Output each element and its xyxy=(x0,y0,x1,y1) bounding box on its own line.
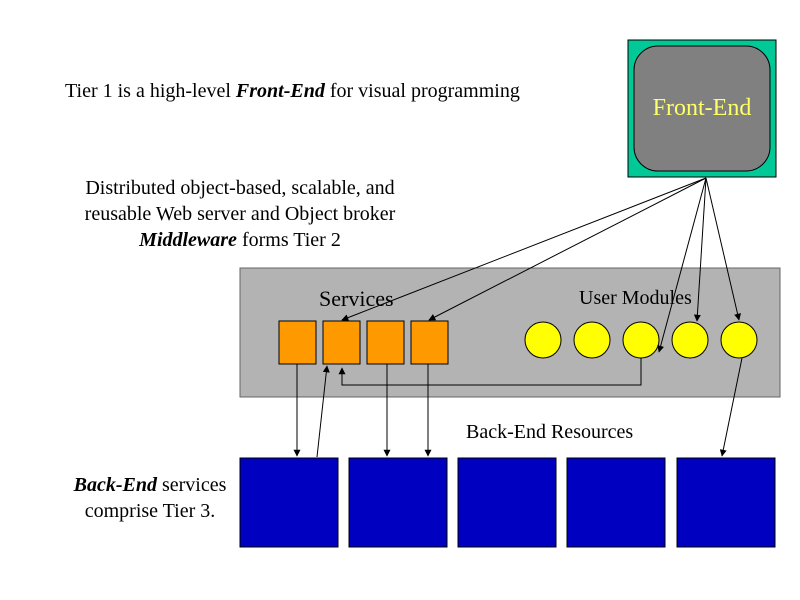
service-box-3 xyxy=(366,320,405,365)
user-modules-label: User Modules xyxy=(579,287,692,309)
arrow-fe-to-service-2 xyxy=(341,177,707,321)
tier3-line1: Back-End services xyxy=(50,472,250,498)
tier2-post: forms Tier 2 xyxy=(236,229,341,251)
back-end-resource-3 xyxy=(457,457,557,548)
tier1-description: Tier 1 is a high-level Front-End for vis… xyxy=(65,78,520,104)
back-end-resource-2 xyxy=(348,457,448,548)
user-module-5 xyxy=(720,321,758,359)
user-module-2 xyxy=(573,321,611,359)
arrow-module-5-down xyxy=(719,357,743,457)
tier2-emphasis: Middleware xyxy=(139,229,237,251)
tier1-pre: Tier 1 is a high-level xyxy=(65,80,236,102)
arrow-fe-to-module-5 xyxy=(705,177,741,321)
back-end-group xyxy=(239,457,776,548)
tier2-line1: Distributed object-based, scalable, and xyxy=(85,177,395,199)
service-to-backend-arrows xyxy=(293,357,743,458)
tier1-emphasis: Front-End xyxy=(235,80,325,102)
user-module-1 xyxy=(524,321,562,359)
arrow-module-to-service xyxy=(338,358,642,386)
arrow-fe-to-module-3 xyxy=(657,177,707,353)
tier3-emphasis: Back-End xyxy=(73,474,157,496)
back-end-resource-1 xyxy=(239,457,339,548)
arrow-fe-to-module-4 xyxy=(693,177,707,322)
tier1-post: for visual programming xyxy=(324,80,520,102)
arrow-backend-to-service-2 xyxy=(316,365,330,458)
back-end-resource-5 xyxy=(676,457,776,548)
back-end-resources-label: Back-End Resources xyxy=(466,421,634,443)
back-end-resource-4 xyxy=(566,457,666,548)
user-module-3 xyxy=(622,321,660,359)
tier2-line2: reusable Web server and Object broker xyxy=(84,203,396,225)
user-module-4 xyxy=(671,321,709,359)
arrow-fe-to-service-4 xyxy=(428,177,707,321)
service-box-4 xyxy=(410,320,449,365)
tier2-line3: Middleware forms Tier 2 xyxy=(40,227,440,253)
front-end-arrows xyxy=(341,177,741,353)
services-group xyxy=(278,320,449,365)
service-box-2 xyxy=(322,320,361,365)
tier3-post1: services xyxy=(156,474,227,496)
tier3-line2: comprise Tier 3. xyxy=(84,500,216,522)
tier3-description: Back-End services comprise Tier 3. xyxy=(50,472,250,524)
front-end-label: Front-End xyxy=(652,95,752,121)
front-end-screen xyxy=(633,45,771,172)
service-box-1 xyxy=(278,320,317,365)
services-label: Services xyxy=(319,286,394,311)
tier2-description: Distributed object-based, scalable, and … xyxy=(40,175,440,253)
